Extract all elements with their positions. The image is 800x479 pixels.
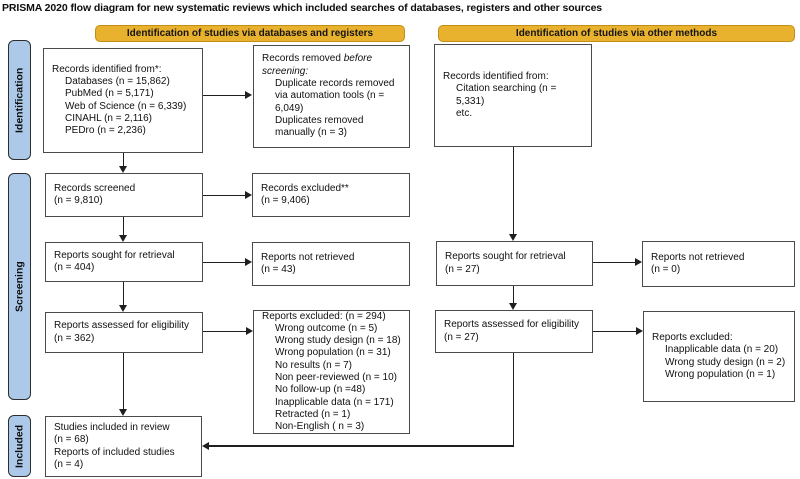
arrowhead-right-icon (636, 327, 643, 335)
box-line: Wrong study design (n = 18) (275, 335, 401, 347)
box-line: Inapplicable data (n = 20) (665, 344, 779, 356)
box-line: Wrong outcome (n = 5) (275, 322, 378, 334)
reports-not-retrieved-other-box: Reports not retrieved (n = 0) (642, 241, 795, 287)
arrowhead-down-icon (118, 166, 127, 173)
reports-excluded-other-box: Reports excluded: Inapplicable data (n =… (643, 311, 795, 402)
arrow-identified-to-screened (122, 153, 124, 167)
records-excluded-box: Records excluded** (n = 9,406) (252, 173, 410, 217)
arrowhead-down-icon (118, 409, 127, 416)
arrowhead-right-icon (245, 91, 252, 99)
box-line: etc. (456, 107, 473, 119)
box-line: (n = 362) (54, 332, 95, 344)
box-line: Citation searching (n = 5,331) (456, 83, 557, 107)
arrowhead-right-icon (246, 327, 253, 335)
arrow-assessed-to-excluded (203, 330, 247, 332)
box-line: PEDro (n = 2,236) (65, 125, 146, 137)
diagram-title: PRISMA 2020 flow diagram for new systema… (2, 2, 603, 14)
reports-sought-databases-box: Reports sought for retrieval (n = 404) (45, 242, 203, 282)
box-line: PubMed (n = 5,171) (65, 88, 154, 100)
box-line: Reports excluded: (n = 294) (262, 310, 386, 322)
arrow-sought-to-assessed (122, 282, 124, 306)
header-other-methods: Identification of studies via other meth… (438, 25, 795, 42)
box-line: Wrong study design (n = 2) (665, 356, 786, 368)
arrow-sought-other-to-assessed (512, 286, 514, 304)
box-line: (n = 43) (261, 264, 296, 275)
box-line: Reports of included studies (54, 446, 175, 458)
arrowhead-down-icon (118, 235, 127, 242)
records-removed-box: Records removed before screening: Duplic… (253, 45, 410, 148)
header-databases-registers: Identification of studies via databases … (95, 25, 405, 42)
box-line: Studies included in review (54, 421, 170, 433)
box-line: Reports assessed for eligibility (54, 320, 190, 332)
box-line: Databases (n = 15,862) (65, 75, 170, 87)
box-line: Reports assessed for eligibility (444, 319, 580, 331)
box-line: Reports not retrieved (651, 251, 745, 263)
box-line: (n = 68) (54, 434, 89, 446)
reports-assessed-other-box: Reports assessed for eligibility (n = 27… (435, 310, 593, 353)
box-line: Retracted (n = 1) (275, 408, 351, 420)
box-line: Records identified from: (443, 70, 549, 82)
arrow-sought-to-not-retrieved (203, 261, 246, 263)
arrow-identified-to-removed (203, 94, 246, 96)
box-line: (n = 9,406) (261, 195, 310, 206)
box-line: Duplicates removed manually (n = 3) (275, 114, 364, 139)
reports-excluded-databases-box: Reports excluded: (n = 294) Wrong outcom… (253, 310, 410, 434)
records-identified-other-box: Records identified from: Citation search… (434, 44, 592, 147)
box-line: Records removed before screening: (262, 53, 373, 77)
connector-assessed-other-down (512, 353, 514, 447)
box-line: (n = 27) (445, 263, 480, 275)
arrow-identified-other-to-sought (512, 147, 514, 235)
box-line: Reports excluded: (652, 331, 733, 343)
box-line: Records identified from*: (52, 63, 162, 75)
box-line: Non-English ( n = 3) (275, 421, 365, 433)
box-line: No results (n = 7) (275, 359, 352, 371)
arrowhead-down-icon (508, 303, 517, 310)
reports-assessed-databases-box: Reports assessed for eligibility (n = 36… (45, 312, 203, 353)
arrow-screened-to-excluded (203, 194, 246, 196)
arrow-assessed-to-included (122, 353, 124, 410)
reports-sought-other-box: Reports sought for retrieval (n = 27) (436, 241, 593, 286)
connector-assessed-other-to-included (208, 445, 514, 447)
box-line: No follow-up (n =48) (275, 384, 366, 396)
box-line: Reports not retrieved (261, 251, 355, 263)
stage-label-identification: Identification (8, 40, 31, 160)
box-line: Reports sought for retrieval (54, 249, 175, 261)
arrow-assessed-other-to-excluded (593, 330, 637, 332)
box-line: Web of Science (n = 6,339) (65, 100, 187, 112)
arrowhead-down-icon (508, 234, 517, 241)
arrowhead-right-icon (245, 258, 252, 266)
box-line: Inapplicable data (n = 171) (275, 396, 394, 408)
arrow-sought-other-to-not-retrieved (593, 261, 636, 263)
arrowhead-down-icon (118, 305, 127, 312)
box-line: (n = 0) (651, 264, 681, 275)
studies-included-box: Studies included in review (n = 68) Repo… (45, 416, 202, 477)
stage-label-included: Included (8, 415, 31, 477)
box-line: (n = 4) (54, 458, 84, 470)
records-screened-box: Records screened (n = 9,810) (45, 173, 203, 217)
box-line: (n = 9,810) (54, 195, 103, 206)
box-line: Wrong population (n = 31) (275, 347, 391, 359)
stage-label-screening: Screening (8, 173, 31, 400)
reports-not-retrieved-databases-box: Reports not retrieved (n = 43) (252, 242, 410, 286)
box-line: Records excluded** (261, 182, 349, 194)
arrow-screened-to-sought (122, 217, 124, 236)
box-line: Wrong population (n = 1) (665, 368, 776, 380)
box-line: CINAHL (n = 2,116) (65, 112, 152, 124)
arrowhead-right-icon (245, 191, 252, 199)
box-line: Records screened (54, 182, 136, 194)
box-line: Non peer-reviewed (n = 10) (275, 372, 398, 383)
box-line: (n = 27) (444, 331, 479, 343)
box-line: Reports sought for retrieval (445, 251, 566, 263)
arrowhead-right-icon (635, 258, 642, 266)
arrowhead-left-icon (202, 441, 209, 450)
box-line: (n = 404) (54, 262, 95, 273)
records-identified-databases-box: Records identified from*: Databases (n =… (43, 48, 203, 153)
box-line: Duplicate records removed via automation… (275, 78, 395, 114)
